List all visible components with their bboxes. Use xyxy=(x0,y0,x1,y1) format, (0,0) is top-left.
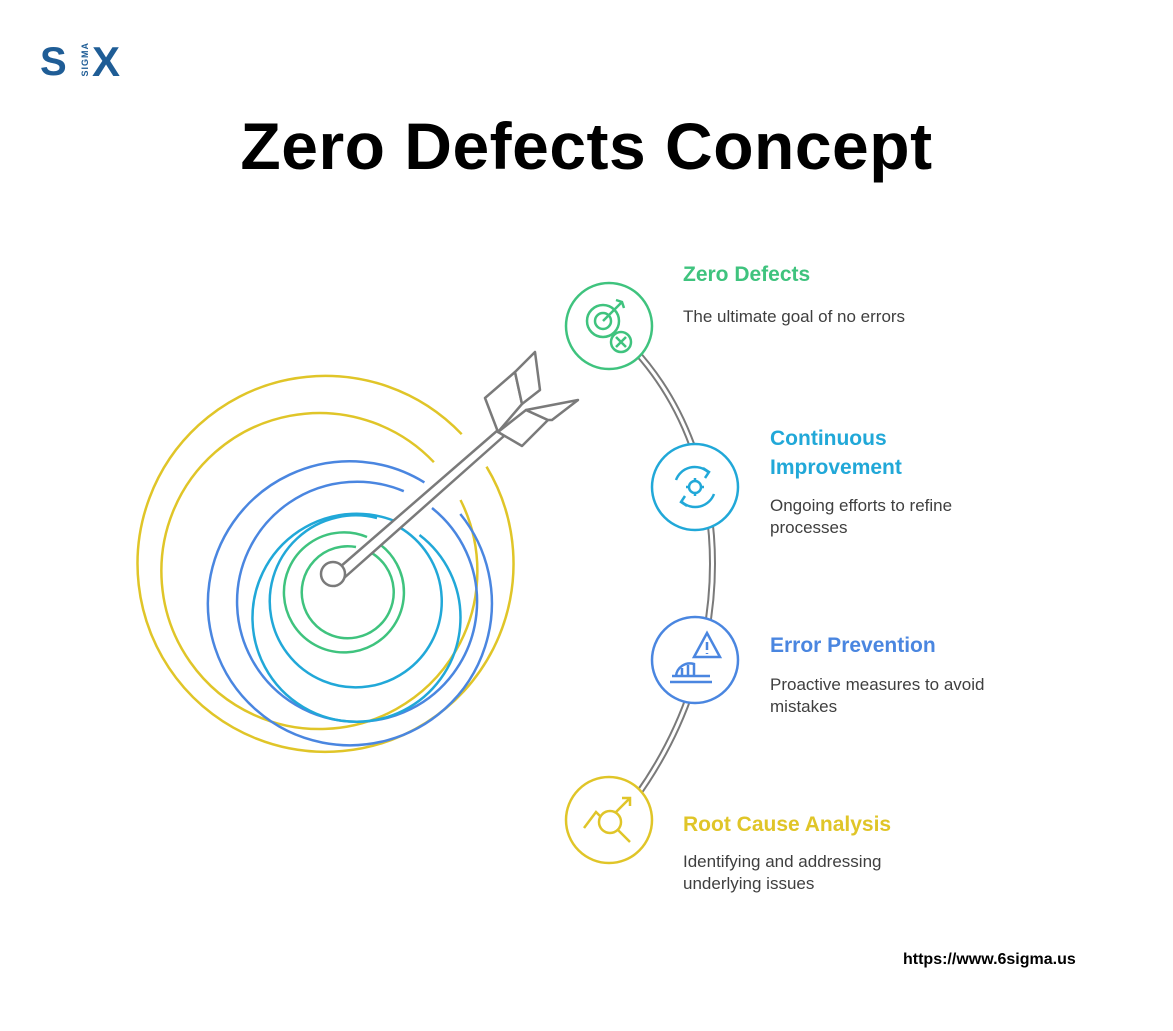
dart-arrow xyxy=(319,350,580,588)
logo-x: X xyxy=(92,38,121,85)
item-desc-continuous-improvement: Ongoing efforts to refine processes xyxy=(770,496,953,537)
item-title-zero-defects: Zero Defects xyxy=(683,263,811,286)
item-title-root-cause: Root Cause Analysis xyxy=(683,813,892,836)
ring-blue-1 xyxy=(206,460,494,747)
item-desc-root-cause: Identifying and addressing underlying is… xyxy=(683,852,882,893)
ring-teal-2 xyxy=(268,514,443,689)
ring-yellow-outer xyxy=(136,374,515,754)
item-desc-zero-defects: The ultimate goal of no errors xyxy=(683,307,906,326)
icon-error-prevention xyxy=(650,615,740,705)
logo-s: S xyxy=(40,40,67,84)
item-title-error-prevention: Error Prevention xyxy=(770,634,936,657)
item-desc-error-prevention: Proactive measures to avoid mistakes xyxy=(770,675,985,716)
connector-arc-inner xyxy=(628,343,714,807)
ring-teal-1 xyxy=(251,512,462,723)
footer-url: https://www.6sigma.us xyxy=(903,951,1076,968)
target-rings xyxy=(136,374,515,754)
page-title: Zero Defects Concept xyxy=(240,109,933,183)
icon-continuous-improvement xyxy=(650,442,740,532)
ring-green-1 xyxy=(282,531,406,654)
icon-root-cause xyxy=(564,775,654,865)
ring-yellow-2 xyxy=(160,411,479,731)
item-title-continuous-improvement: Continuous Improvement xyxy=(770,427,902,479)
icon-zero-defects xyxy=(564,281,654,371)
ring-blue-2 xyxy=(235,480,479,723)
sixsigma-logo: S SIGMA X xyxy=(40,38,124,85)
ring-green-2 xyxy=(300,545,395,640)
